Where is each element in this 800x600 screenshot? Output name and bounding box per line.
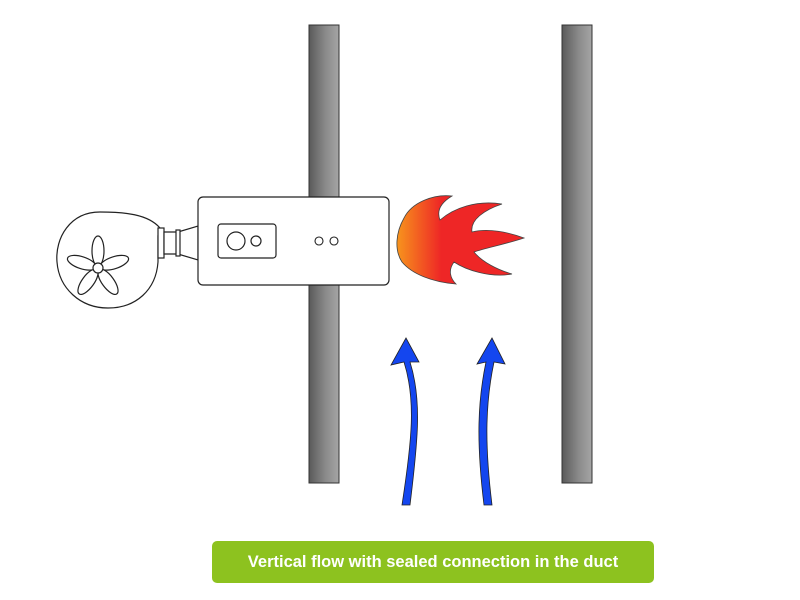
indicator-light xyxy=(329,236,339,246)
caption-label: Vertical flow with sealed connection in … xyxy=(212,541,654,583)
indicator-light xyxy=(314,236,324,246)
flow-arrow-icon xyxy=(390,337,420,506)
flame-icon xyxy=(396,195,526,285)
flow-arrow-icon xyxy=(476,337,506,506)
burner-body xyxy=(197,196,390,286)
burner-connector xyxy=(157,225,199,261)
control-panel-icon xyxy=(217,223,277,259)
duct-wall-right xyxy=(561,24,593,484)
fan-icon xyxy=(56,211,161,309)
